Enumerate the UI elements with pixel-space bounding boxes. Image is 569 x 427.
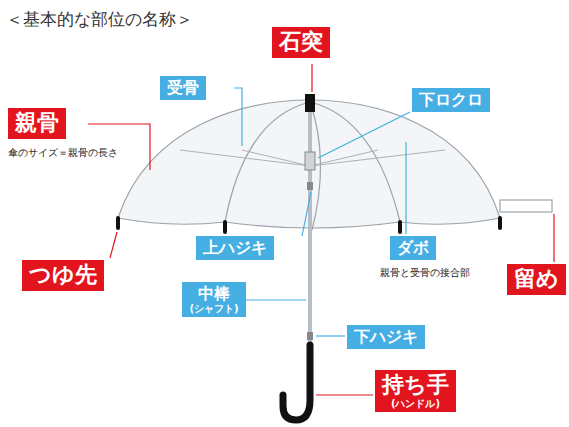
part-name: 持ち手 [382, 373, 449, 397]
part-name: 親骨 [15, 111, 59, 135]
main-part-label: 親骨 [8, 108, 66, 139]
part-name: つゆ先 [29, 263, 97, 287]
sub-part-label: 中棒(シャフト) [182, 282, 246, 317]
upper-spring [307, 182, 313, 190]
handle [283, 345, 310, 420]
sub-part-label: ダボ [390, 236, 436, 260]
part-name: ダボ [397, 239, 429, 257]
leader-lines-red [88, 64, 554, 395]
part-name: 中棒 [198, 285, 230, 303]
runner [305, 152, 315, 170]
lower-spring [307, 332, 313, 340]
ferrule [305, 94, 315, 112]
part-reading: (シャフト) [189, 303, 238, 314]
leader-lines-blue [234, 88, 410, 336]
sub-part-label: 下ハジキ [347, 325, 425, 349]
main-part-label: 持ち手(ハンドル) [375, 370, 456, 412]
part-name: 上ハジキ [203, 239, 267, 257]
part-name: 下ハジキ [354, 328, 418, 346]
diagram-title: ＜基本的な部位の名称＞ [6, 8, 193, 31]
sub-part-label: 上ハジキ [196, 236, 274, 260]
part-name: 石突 [279, 30, 323, 54]
note-text: 親骨と受骨の接合部 [380, 266, 470, 280]
sub-part-label: 下ロクロ [412, 88, 490, 112]
part-reading: (ハンドル) [391, 398, 440, 409]
part-name: 留め [514, 267, 559, 291]
shaft [308, 100, 312, 345]
main-part-label: 石突 [272, 27, 330, 58]
sub-part-label: 受骨 [160, 76, 206, 100]
part-name: 下ロクロ [419, 91, 483, 109]
ribs [225, 102, 400, 230]
note-text: 傘のサイズ＝親骨の長さ [8, 146, 118, 160]
main-part-label: 留め [507, 264, 566, 295]
main-part-label: つゆ先 [22, 260, 104, 291]
closing-strap [500, 200, 552, 212]
part-name: 受骨 [167, 79, 199, 97]
